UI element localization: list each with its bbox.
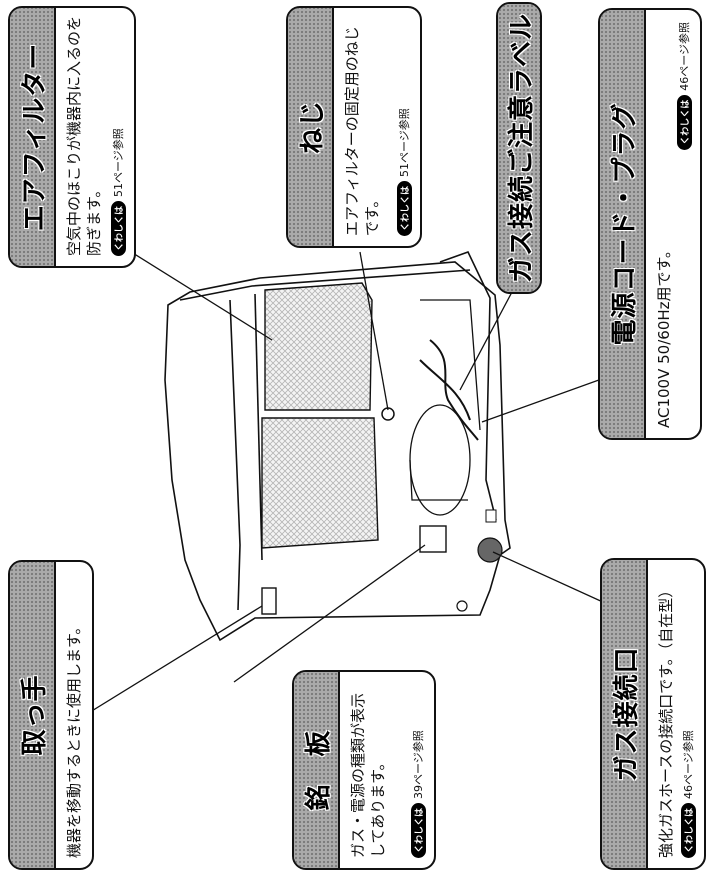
callout-power-cord: 電源コード・プラグ AC100V 50/60Hz用です。 くわしくは 46ページ参… [598, 8, 702, 440]
callout-air-filter: エアフィルター 空気中のほこりが機器内に入るのを防ぎます。 くわしくは 51ページ… [8, 6, 136, 268]
nameplate-panel [419, 525, 447, 553]
gas-inlet-icon [477, 537, 503, 563]
air-filter-ref: 51ページ参照 [112, 128, 125, 197]
callout-gas-inlet: ガス接続口 強化ガスホースの接続口です。（自在型） くわしくは 46ページ参照 [600, 558, 706, 870]
handle-shape [261, 587, 277, 615]
gas-inlet-ref: 46ページ参照 [682, 730, 695, 799]
cord-compartment [409, 299, 481, 516]
nameplate-ref-tag: くわしくは [410, 802, 426, 858]
callout-gas-label: ガス接続ご注意ラベル [496, 2, 542, 294]
gas-label-title: ガス接続ご注意ラベル [506, 13, 537, 284]
air-filter-title: エアフィルター [19, 42, 50, 232]
nameplate-ref: 39ページ参照 [412, 730, 425, 799]
power-cord-ref-tag: くわしくは [676, 94, 692, 150]
power-cord-title: 電源コード・プラグ [609, 102, 640, 346]
power-cord-description: AC100V 50/60Hz用です。 [655, 242, 673, 428]
screw-description: エアフィルターの固定用のねじです。 [343, 26, 382, 236]
screw-ref: 51ページ参照 [398, 108, 411, 177]
nameplate-title: 銘 板 [303, 729, 334, 811]
callout-screw: ねじ エアフィルターの固定用のねじです。 くわしくは 51ページ参照 [286, 6, 422, 248]
callout-handle: 取っ手 機器を移動するときに使用します。 [8, 560, 94, 870]
handle-title: 取っ手 [19, 674, 50, 756]
air-filter-ref-tag: くわしくは [110, 200, 126, 256]
gas-inlet-title: ガス接続口 [611, 646, 642, 782]
nameplate-description: ガス・電源の種類が表示してあります。 [349, 692, 388, 858]
screw-ref-tag: くわしくは [396, 180, 412, 236]
screw-title: ねじ [297, 100, 328, 155]
air-filter-panels [261, 282, 379, 549]
handle-description: 機器を移動するときに使用します。 [65, 619, 83, 858]
gas-inlet-description: 強化ガスホースの接続口です。（自在型） [657, 582, 675, 858]
power-cord-ref: 46ページ参照 [678, 22, 691, 91]
callout-nameplate: 銘 板 ガス・電源の種類が表示してあります。 くわしくは 39ページ参照 [292, 670, 436, 870]
air-filter-description: 空気中のほこりが機器内に入るのを防ぎます。 [65, 15, 104, 256]
gas-inlet-ref-tag: くわしくは [680, 802, 696, 858]
